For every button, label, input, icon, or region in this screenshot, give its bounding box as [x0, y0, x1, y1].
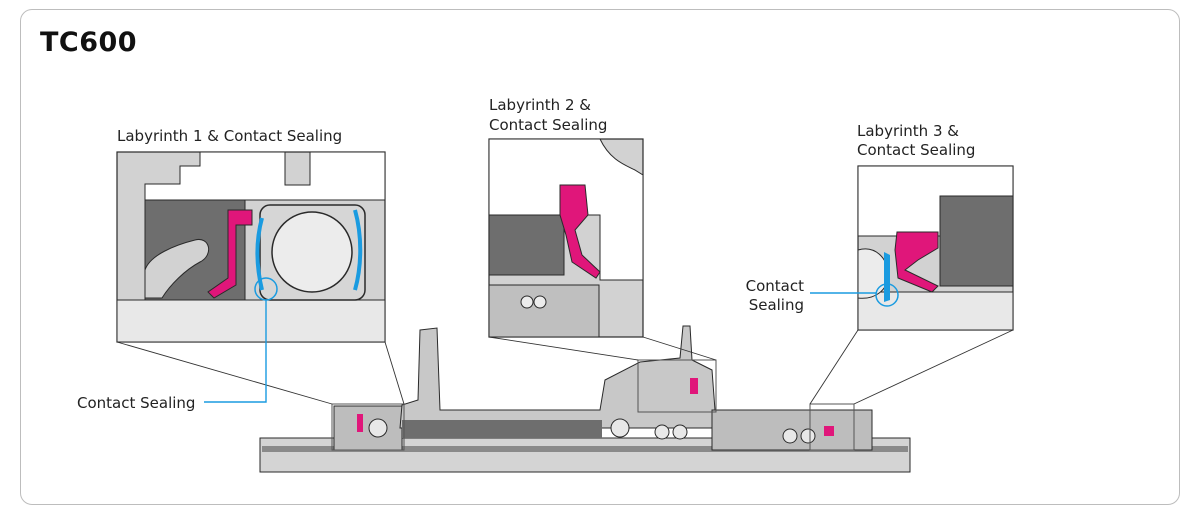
detail-box-3: [809, 403, 855, 451]
label-labyrinth-2-line2: Contact Sealing: [489, 116, 608, 134]
label-contact-sealing-right-line1: Contact: [745, 277, 804, 295]
seal-main-left: [357, 414, 363, 432]
bearing-mid-3: [672, 424, 688, 440]
seal-main-mid: [690, 378, 698, 394]
main-assembly: [259, 325, 911, 473]
bearing-mid-1: [610, 418, 630, 438]
spindle-dark: [402, 420, 602, 438]
bearing-mid-2: [654, 424, 670, 440]
detail-box-1: [331, 403, 405, 451]
zoom-panel-2: [488, 138, 644, 338]
label-labyrinth-3-line1: Labyrinth 3 &: [857, 122, 959, 140]
shaft-stripe: [262, 446, 908, 452]
label-labyrinth-2-line1: Labyrinth 2 &: [489, 96, 591, 114]
bearing-right-2: [800, 428, 816, 444]
left-housing: [333, 405, 403, 451]
zoom-panel-3: [857, 165, 1014, 331]
label-contact-sealing-right-line2: Sealing: [748, 296, 804, 314]
zoom-connector-lines: [116, 329, 1014, 405]
bearing-right-1: [782, 428, 798, 444]
diagram-title: TC600: [40, 27, 138, 58]
zoom-panel-1: [116, 151, 386, 343]
contact-callout-lines: [204, 292, 876, 403]
label-labyrinth-1: Labyrinth 1 & Contact Sealing: [117, 127, 343, 145]
detail-box-2: [637, 359, 717, 413]
label-labyrinth-3-line2: Contact Sealing: [857, 141, 976, 159]
bearing-left: [368, 418, 388, 438]
label-contact-sealing-left: Contact Sealing: [77, 394, 196, 412]
seal-main-right: [824, 426, 834, 436]
